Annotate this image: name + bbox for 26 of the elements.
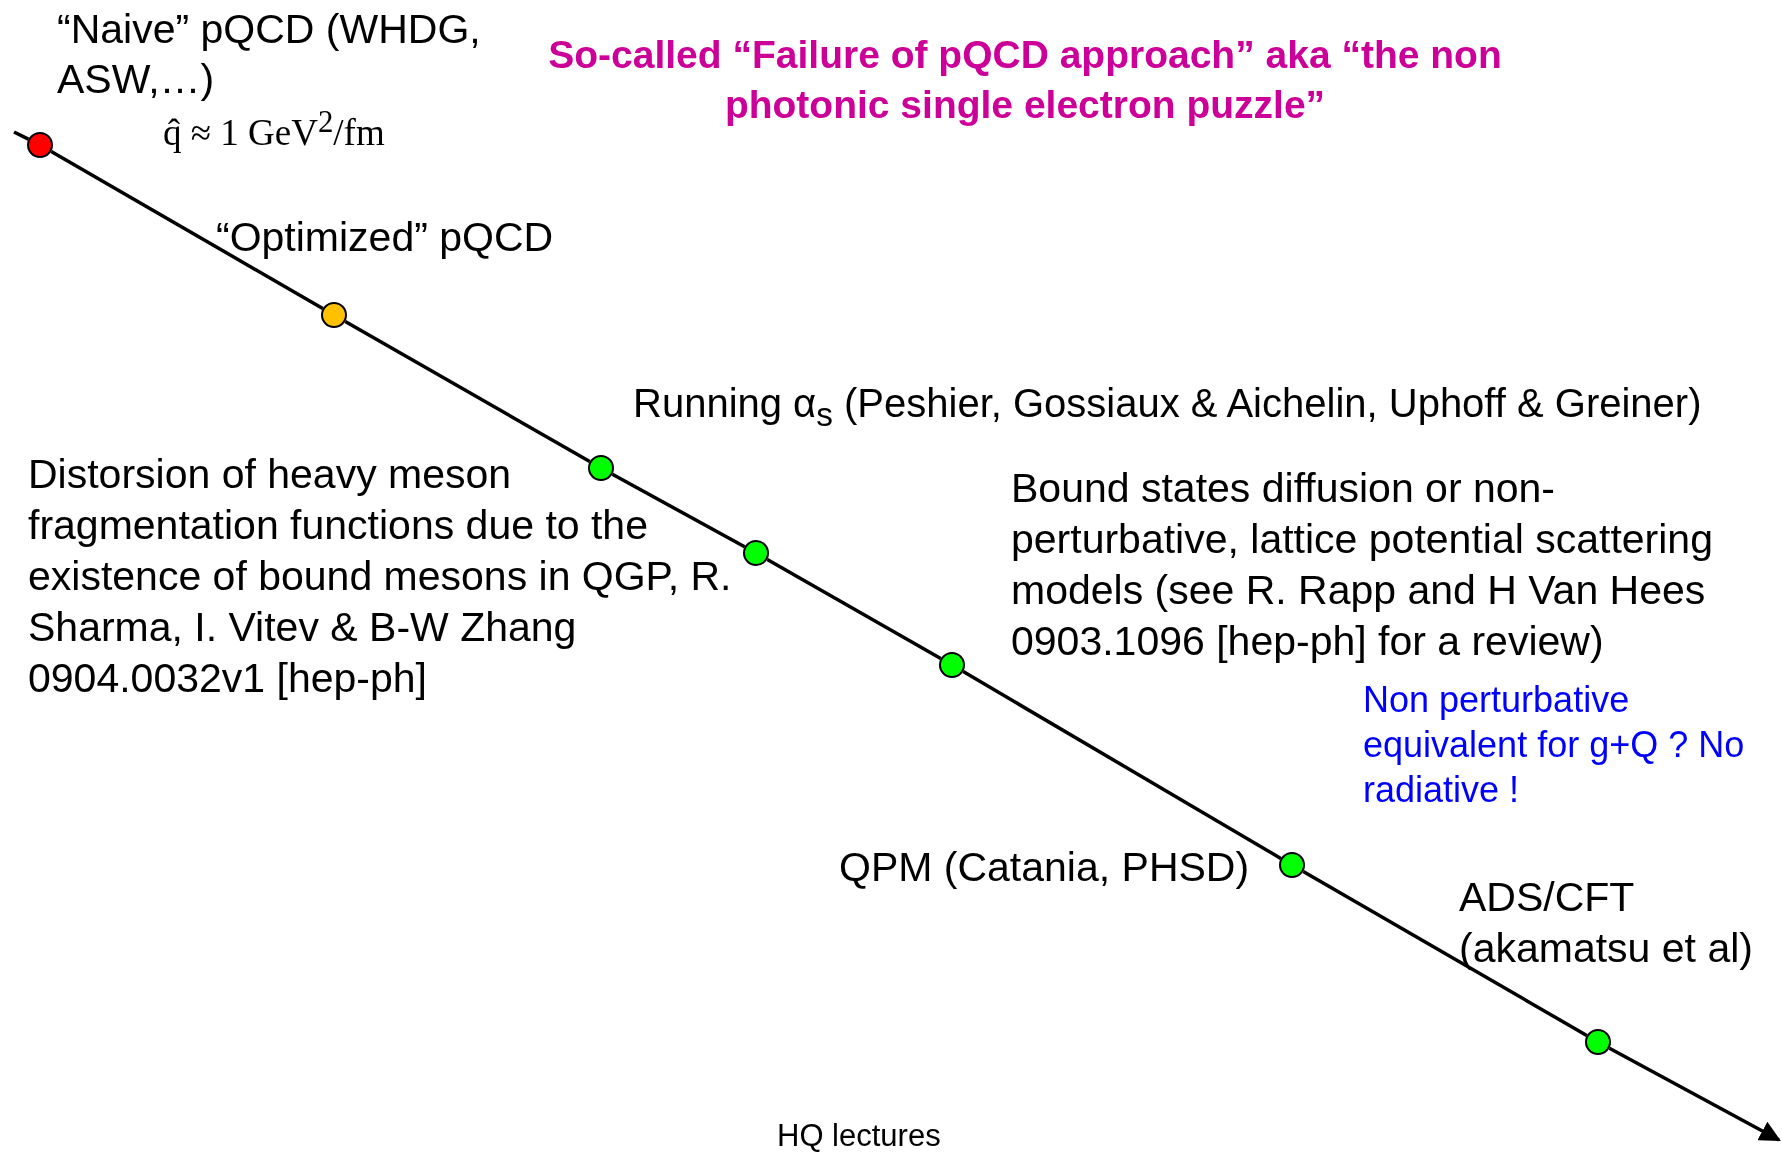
timeline-line (766, 557, 942, 661)
timeline-dot (27, 132, 53, 158)
timeline-line (962, 670, 1282, 860)
method-label: Distorsion of heavy meson fragmentation functions due to the existence of bound mesons in QGP, R. Sharma, I. Vitev & B-W Zhang 0904.0032v1 [hep-ph] (28, 450, 733, 703)
timeline-line (13, 130, 30, 141)
timeline-dot (588, 455, 614, 481)
timeline-line (344, 319, 591, 464)
footer-text: HQ lectures (777, 1118, 941, 1153)
timeline-line (1302, 870, 1588, 1037)
method-label: Bound states diffusion or non-perturbative, lattice potential scattering models (see R. Rapp and H Van Hees 0903.1096 [hep-ph] for a review) (1011, 464, 1714, 666)
note-text: So-called “Failure of pQCD approach” aka “the non photonic single electron puzzle” (547, 32, 1503, 128)
note-text: Non perturbative equivalent for g+Q ? No radiative ! (1363, 678, 1746, 812)
method-label: “Naive” pQCD (WHDG, ASW,…) (57, 5, 482, 104)
method-label: “Optimized” pQCD (216, 213, 554, 262)
formula-label: q̂ ≈ 1 GeV$^{2}$/fm (163, 104, 385, 156)
method-label: Running α$_{s}$ (Peshier, Gossiaux & Aichelin, Uphoff & Greiner) (633, 380, 1702, 435)
timeline-dot (1585, 1029, 1611, 1055)
timeline-line (611, 472, 746, 549)
timeline-dot (1279, 852, 1305, 878)
method-label: QPM (Catania, PHSD) (839, 843, 1250, 892)
timeline-dot (939, 652, 965, 678)
arrow (1608, 1046, 1781, 1142)
timeline-dot (743, 540, 769, 566)
method-label: ADS/CFT (akamatsu et al) (1459, 873, 1754, 973)
timeline-line (50, 150, 324, 310)
timeline-dot (321, 302, 347, 328)
